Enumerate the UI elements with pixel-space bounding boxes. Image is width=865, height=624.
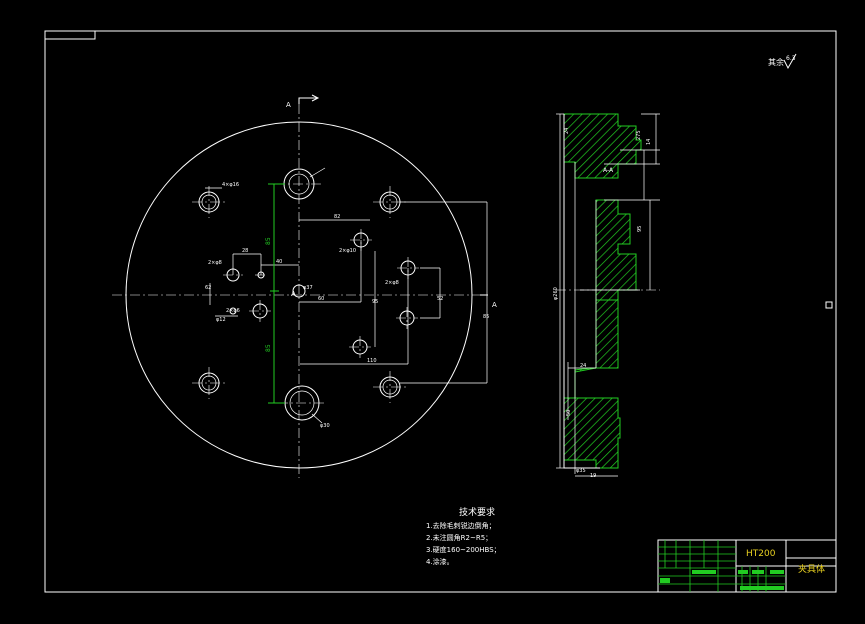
side-dim-d260: φ260	[553, 287, 559, 300]
dim-110: 110	[367, 358, 377, 364]
big-hole-callout: φ30	[320, 423, 330, 429]
section-label-top: A	[286, 101, 291, 109]
dim-85: 85	[483, 314, 489, 320]
callout-2xd8-right: 2×φ8	[385, 280, 399, 286]
dim-95: 95	[372, 299, 378, 305]
side-dim-95: 95	[637, 226, 643, 232]
note-1: 1.去除毛刺锐边倒角；	[426, 521, 496, 530]
part-name-label: 夹具体	[798, 563, 825, 575]
side-dim-d35: φ35	[576, 468, 586, 474]
side-dim-14: 14	[646, 139, 652, 145]
callout-d12: φ12	[216, 317, 226, 323]
note-4: 4.涂漆。	[426, 557, 454, 566]
note-2: 2.未注圆角R2~R5；	[426, 533, 492, 542]
green-vertical-dimension: 85 85	[265, 183, 285, 404]
center-hole-callout: φ37	[303, 285, 313, 291]
side-handle[interactable]	[825, 301, 833, 309]
callout-4xd16: 4×φ16	[222, 182, 239, 188]
sheet-top-left-tab	[44, 30, 96, 40]
callout-2xd10: 2×φ10	[339, 248, 356, 254]
side-dim-24: 24	[580, 363, 586, 369]
plate-view: A A	[112, 94, 497, 478]
callout-2xd8-left: 2×φ8	[208, 260, 222, 266]
sheet-outer-border	[44, 30, 837, 593]
roughness-value: 6.3	[786, 55, 796, 62]
small-holes	[223, 229, 419, 358]
section-view-label: A-A	[603, 167, 614, 174]
section-view: φ260 24 275 14 95 50 24 φ35 19 A-A	[553, 113, 660, 479]
roughness-icon	[783, 53, 797, 70]
dim-28: 28	[242, 248, 248, 254]
corner-holes	[192, 186, 407, 403]
notes-heading: 技术要求	[459, 506, 495, 518]
svg-text:85: 85	[265, 237, 272, 245]
dim-62: 62	[205, 285, 211, 291]
callout-2xd6: 2×φ6	[226, 308, 240, 314]
technical-notes: 技术要求 1.去除毛刺锐边倒角； 2.未注圆角R2~R5； 3.硬度160~20…	[426, 506, 501, 566]
section-arrow-top	[298, 94, 320, 104]
plate-dimension-lines	[205, 167, 488, 384]
side-dim-50: 50	[566, 410, 572, 416]
center-marker-a: A	[291, 290, 296, 298]
section-label-right: A	[492, 301, 497, 309]
surface-roughness-note: 其余 6.3	[768, 53, 797, 70]
side-dim-24b: 24	[564, 128, 570, 134]
material-label: HT200	[746, 549, 776, 559]
side-dim-275: 275	[636, 130, 642, 140]
title-block: HT200 夹具体	[657, 539, 837, 593]
dim-40: 40	[276, 259, 282, 265]
dim-52: 52	[437, 296, 443, 302]
corner-label: 其余	[768, 57, 784, 67]
svg-text:85: 85	[265, 344, 272, 352]
dim-60: 60	[318, 296, 324, 302]
note-3: 3.硬度160~200HBS；	[426, 545, 501, 554]
side-dim-19: 19	[590, 473, 596, 479]
dim-82: 82	[334, 214, 340, 220]
